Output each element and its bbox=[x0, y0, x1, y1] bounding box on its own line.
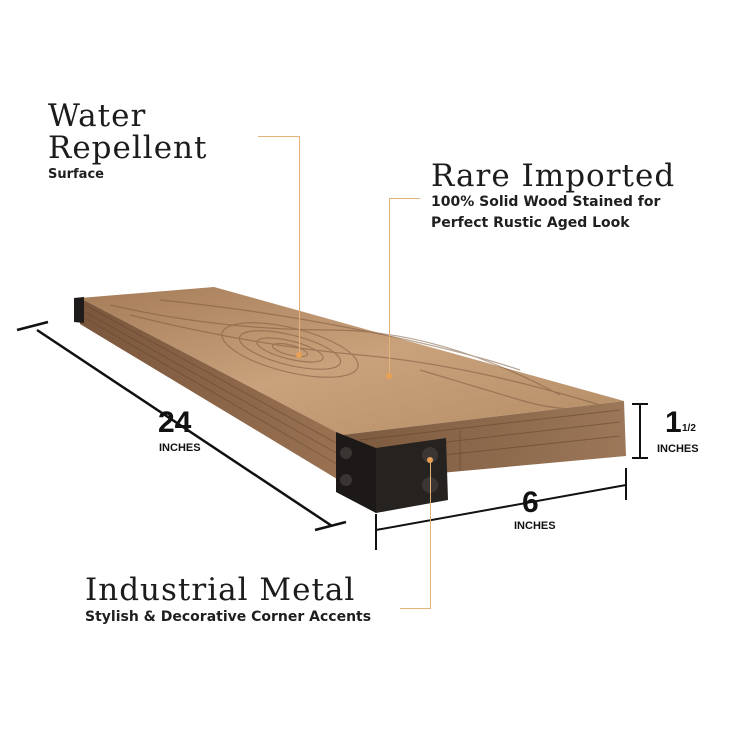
depth-dimension-line bbox=[375, 468, 627, 550]
water-title-line1: Water bbox=[48, 98, 147, 134]
water-subtitle: Surface bbox=[48, 167, 104, 182]
rare-callout-line-h bbox=[390, 198, 420, 199]
metal-title: Industrial Metal bbox=[85, 572, 356, 608]
metal-subtitle: Stylish & Decorative Corner Accents bbox=[85, 609, 372, 625]
metal-callout-line-h bbox=[400, 608, 431, 609]
rare-callout-dot bbox=[386, 373, 392, 379]
height-fraction: 1/2 bbox=[682, 423, 696, 434]
height-value: 1 bbox=[665, 406, 682, 439]
length-dimension-line bbox=[16, 320, 347, 532]
water-callout-dot bbox=[296, 352, 302, 358]
height-dimension-line bbox=[632, 403, 648, 459]
length-unit: INCHES bbox=[159, 442, 201, 454]
water-callout-line-h bbox=[258, 136, 300, 137]
shelf-front-face bbox=[80, 298, 342, 482]
height-unit: INCHES bbox=[657, 443, 699, 455]
rare-callout-line-v bbox=[389, 198, 390, 376]
water-title-line2: Repellent bbox=[48, 130, 208, 166]
length-value: 24 bbox=[158, 406, 192, 439]
left-metal-corner bbox=[74, 297, 84, 323]
metal-callout-dot bbox=[427, 457, 433, 463]
metal-callout-line-v bbox=[430, 460, 431, 608]
rare-subtitle-line2: Perfect Rustic Aged Look bbox=[431, 215, 630, 231]
depth-unit: INCHES bbox=[514, 520, 556, 532]
rare-title: Rare Imported bbox=[431, 158, 676, 194]
rare-subtitle-line1: 100% Solid Wood Stained for bbox=[431, 194, 661, 210]
water-callout-line-v bbox=[299, 136, 300, 356]
depth-value: 6 bbox=[522, 486, 539, 519]
shelf-top-face bbox=[80, 287, 624, 435]
